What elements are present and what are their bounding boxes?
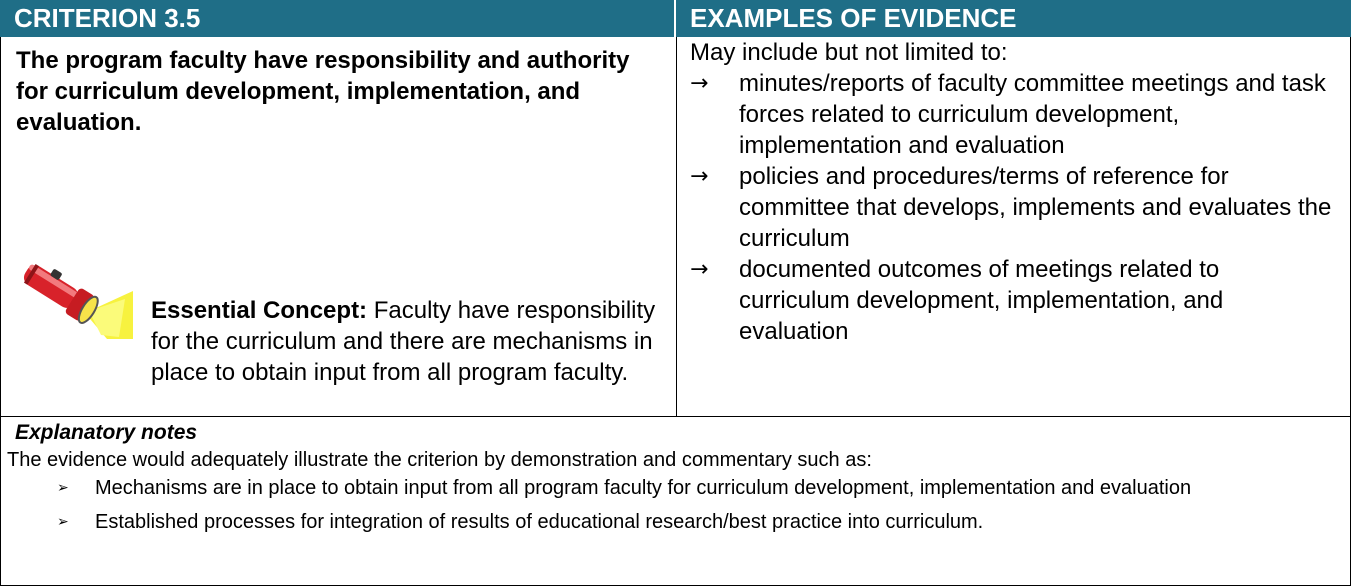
header-divider [674, 0, 676, 37]
evidence-item: → minutes/reports of faculty committee me… [684, 68, 1334, 161]
bullet-arrow-icon: ➢ [57, 480, 69, 496]
evidence-item-text: policies and procedures/terms of referen… [739, 163, 1332, 252]
notes-cell: Explanatory notes The evidence would ade… [0, 416, 1351, 586]
concept-label: Essential Concept: [151, 297, 368, 324]
flashlight-icon [23, 263, 133, 339]
notes-list: ➢ Mechanisms are in place to obtain input… [55, 474, 1335, 542]
evidence-item: → policies and procedures/terms of refere… [684, 161, 1334, 254]
evidence-item-text: minutes/reports of faculty committee mee… [739, 70, 1326, 159]
bullet-arrow-icon: ➢ [57, 514, 69, 530]
notes-item: ➢ Established processes for integration o… [55, 508, 1335, 536]
criterion-statement: The program faculty have responsibility … [16, 47, 630, 136]
evidence-cell: May include but not limited to: → minutes… [676, 37, 1351, 417]
arrow-icon: → [690, 71, 709, 96]
evidence-item: → documented outcomes of meetings related… [684, 254, 1334, 347]
notes-item: ➢ Mechanisms are in place to obtain input… [55, 474, 1335, 502]
evidence-list: → minutes/reports of faculty committee me… [684, 68, 1334, 347]
essential-concept: Essential Concept: Faculty have responsi… [151, 295, 671, 388]
notes-item-text: Mechanisms are in place to obtain input … [95, 477, 1192, 499]
criterion-header: CRITERION 3.5 [0, 0, 674, 37]
evidence-item-text: documented outcomes of meetings related … [739, 256, 1224, 345]
notes-intro: The evidence would adequately illustrate… [7, 449, 872, 471]
notes-item-text: Established processes for integration of… [95, 511, 984, 533]
arrow-icon: → [690, 164, 709, 189]
arrow-icon: → [690, 257, 709, 282]
notes-title: Explanatory notes [15, 421, 198, 444]
evidence-header: EXAMPLES OF EVIDENCE [676, 0, 1351, 37]
concept-text: Faculty have responsibility for the curr… [151, 297, 656, 386]
evidence-intro: May include but not limited to: [690, 39, 1008, 66]
criterion-cell: The program faculty have responsibility … [0, 37, 677, 417]
